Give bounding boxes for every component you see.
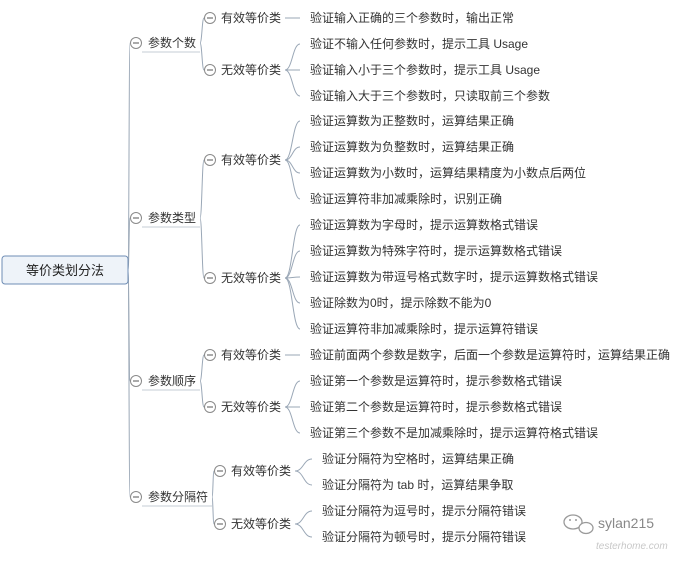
root-node-label: 等价类划分法 <box>26 263 104 278</box>
connector <box>199 159 205 219</box>
branch-1-label: 参数类型 <box>148 210 196 225</box>
mindmap-nodes: 参数个数有效等价类验证输入正确的三个参数时，输出正常无效等价类验证不输入任何参数… <box>130 10 670 544</box>
leaf-1-1-0: 验证运算数为字母时，提示运算数格式错误 <box>310 217 538 232</box>
connector <box>199 17 205 44</box>
branch-1-group-1-label: 无效等价类 <box>221 270 281 285</box>
branch-1-group-0-label: 有效等价类 <box>221 152 281 167</box>
connector <box>294 458 313 472</box>
connector <box>294 523 313 538</box>
leaf-3-0-0: 验证分隔符为空格时，运算结果正确 <box>322 451 514 466</box>
wechat-icon <box>563 514 594 535</box>
leaf-1-0-3: 验证运算符非加减乘除时，识别正确 <box>310 191 502 206</box>
connector <box>284 69 301 97</box>
leaf-3-0-1: 验证分隔符为 tab 时，运算结果争取 <box>322 477 513 492</box>
connector <box>284 250 301 279</box>
branch-3-collapse-toggle[interactable] <box>130 491 142 503</box>
leaf-2-1-1: 验证第二个参数是运算符时，提示参数格式错误 <box>310 399 562 414</box>
leaf-1-1-2: 验证运算数为带逗号格式数字时，提示运算数格式错误 <box>310 269 598 284</box>
branch-3-group-1-collapse-toggle[interactable] <box>214 518 226 530</box>
branch-0-group-1-collapse-toggle[interactable] <box>204 64 216 76</box>
connector <box>284 406 301 434</box>
root-node-box <box>1 255 129 285</box>
root-node[interactable]: 等价类划分法 <box>1 255 129 285</box>
leaf-2-1-0: 验证第一个参数是运算符时，提示参数格式错误 <box>310 373 562 388</box>
leaf-0-1-1: 验证输入小于三个参数时，提示工具 Usage <box>310 62 540 77</box>
branch-3-group-1-label: 无效等价类 <box>231 516 291 531</box>
branch-2-group-1-label: 无效等价类 <box>221 399 281 414</box>
branch-2-group-0-collapse-toggle[interactable] <box>204 349 216 361</box>
leaf-0-0-0: 验证输入正确的三个参数时，输出正常 <box>310 10 514 25</box>
connector-lines <box>127 17 313 538</box>
watermark-site: testerhome.com <box>596 541 668 552</box>
connector <box>211 470 215 498</box>
branch-2-collapse-toggle[interactable] <box>130 375 142 387</box>
connector <box>284 43 301 71</box>
branch-1-collapse-toggle[interactable] <box>130 212 142 224</box>
leaf-1-0-1: 验证运算数为负整数时，运算结果正确 <box>310 139 514 154</box>
branch-2-group-0-label: 有效等价类 <box>221 347 281 362</box>
leaf-2-1-2: 验证第三个参数不是加减乘除时，提示运算符格式错误 <box>310 425 598 440</box>
branch-2-label: 参数顺序 <box>148 373 196 388</box>
connector <box>284 277 301 330</box>
leaf-2-0-0: 验证前面两个参数是数字，后面一个参数是运算符时，运算结果正确 <box>310 347 670 362</box>
connector <box>284 380 301 408</box>
connector <box>284 277 301 304</box>
connector <box>199 42 205 71</box>
connector <box>211 496 215 525</box>
connector <box>199 354 205 382</box>
connector <box>284 120 301 161</box>
branch-1-group-0-collapse-toggle[interactable] <box>204 154 216 166</box>
leaf-1-0-0: 验证运算数为正整数时，运算结果正确 <box>310 113 514 128</box>
branch-0-group-0-label: 有效等价类 <box>221 10 281 25</box>
connector <box>284 159 301 200</box>
leaf-1-1-3: 验证除数为0时，提示除数不能为0 <box>310 295 492 310</box>
branch-3-label: 参数分隔符 <box>148 489 208 504</box>
connector <box>294 470 313 486</box>
connector <box>199 217 205 279</box>
leaf-1-1-4: 验证运算符非加减乘除时，提示运算符错误 <box>310 321 538 336</box>
branch-0-label: 参数个数 <box>148 35 196 50</box>
connector <box>199 380 205 408</box>
branch-3-group-0-label: 有效等价类 <box>231 463 291 478</box>
leaf-3-1-1: 验证分隔符为顿号时，提示分隔符错误 <box>322 529 526 544</box>
branch-2-group-1-collapse-toggle[interactable] <box>204 401 216 413</box>
leaf-1-1-1: 验证运算数为特殊字符时，提示运算数格式错误 <box>310 243 562 258</box>
leaf-0-1-0: 验证不输入任何参数时，提示工具 Usage <box>310 36 528 51</box>
branch-1-group-1-collapse-toggle[interactable] <box>204 272 216 284</box>
connector <box>284 146 301 161</box>
watermark: sylan215 testerhome.com <box>563 514 668 552</box>
leaf-1-0-2: 验证运算数为小数时，运算结果精度为小数点后两位 <box>310 165 586 180</box>
connector <box>294 510 313 525</box>
connector <box>284 224 301 279</box>
leaf-3-1-0: 验证分隔符为逗号时，提示分隔符错误 <box>322 503 526 518</box>
watermark-name: sylan215 <box>598 515 654 531</box>
branch-3-group-0-collapse-toggle[interactable] <box>214 465 226 477</box>
leaf-0-1-2: 验证输入大于三个参数时，只读取前三个参数 <box>310 88 550 103</box>
branch-0-group-0-collapse-toggle[interactable] <box>204 12 216 24</box>
branch-0-group-1-label: 无效等价类 <box>221 62 281 77</box>
branch-0-collapse-toggle[interactable] <box>130 37 142 49</box>
